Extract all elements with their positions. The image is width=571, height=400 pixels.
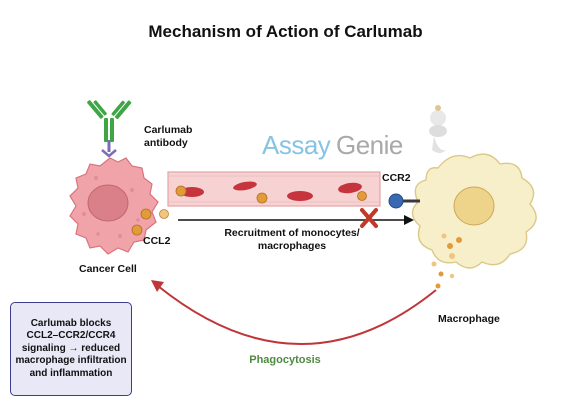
phagocytosis-label: Phagocytosis	[249, 354, 321, 366]
cancer-cell-label: Cancer Cell	[79, 263, 137, 275]
cancer-cell-nucleus	[87, 184, 129, 222]
monocyte	[357, 191, 367, 201]
watermark-logo: Assay Genie	[262, 105, 447, 160]
ccl2-dots-source	[131, 208, 169, 236]
info-box: Carlumab blocks CCL2–CCR2/CCR4 signaling…	[10, 302, 132, 396]
red-blood-cell	[338, 182, 362, 194]
macrophage-label: Macrophage	[438, 313, 500, 325]
page-title: Mechanism of Action of Carlumab	[148, 22, 423, 41]
ccr2-label: CCR2	[382, 172, 411, 184]
watermark-part-assay: Assay	[262, 130, 331, 160]
macrophage-nucleus	[453, 186, 495, 226]
block-x-icon	[360, 208, 378, 228]
monocyte	[175, 185, 187, 197]
carlumab-antibody-icon	[87, 100, 132, 158]
watermark-part-genie: Genie	[336, 130, 403, 160]
phagocytosed-particles	[431, 261, 455, 289]
recruitment-arrow	[178, 215, 414, 225]
ccr2-receptor-icon	[388, 193, 420, 209]
antibody-label: Carlumab antibody	[144, 124, 193, 149]
red-blood-cell	[287, 191, 313, 201]
red-blood-cell	[233, 181, 257, 191]
monocyte	[256, 192, 268, 204]
blood-vessel	[167, 171, 381, 207]
ccl2-label: CCL2	[143, 235, 171, 247]
macrophage-cell	[411, 153, 537, 269]
genie-mascot-icon	[429, 105, 447, 153]
info-box-text: Carlumab blocks CCL2–CCR2/CCR4 signaling…	[15, 317, 127, 379]
recruitment-label: Recruitment of monocytes/ macrophages	[224, 227, 360, 252]
phagocytosis-arrow	[151, 280, 437, 345]
